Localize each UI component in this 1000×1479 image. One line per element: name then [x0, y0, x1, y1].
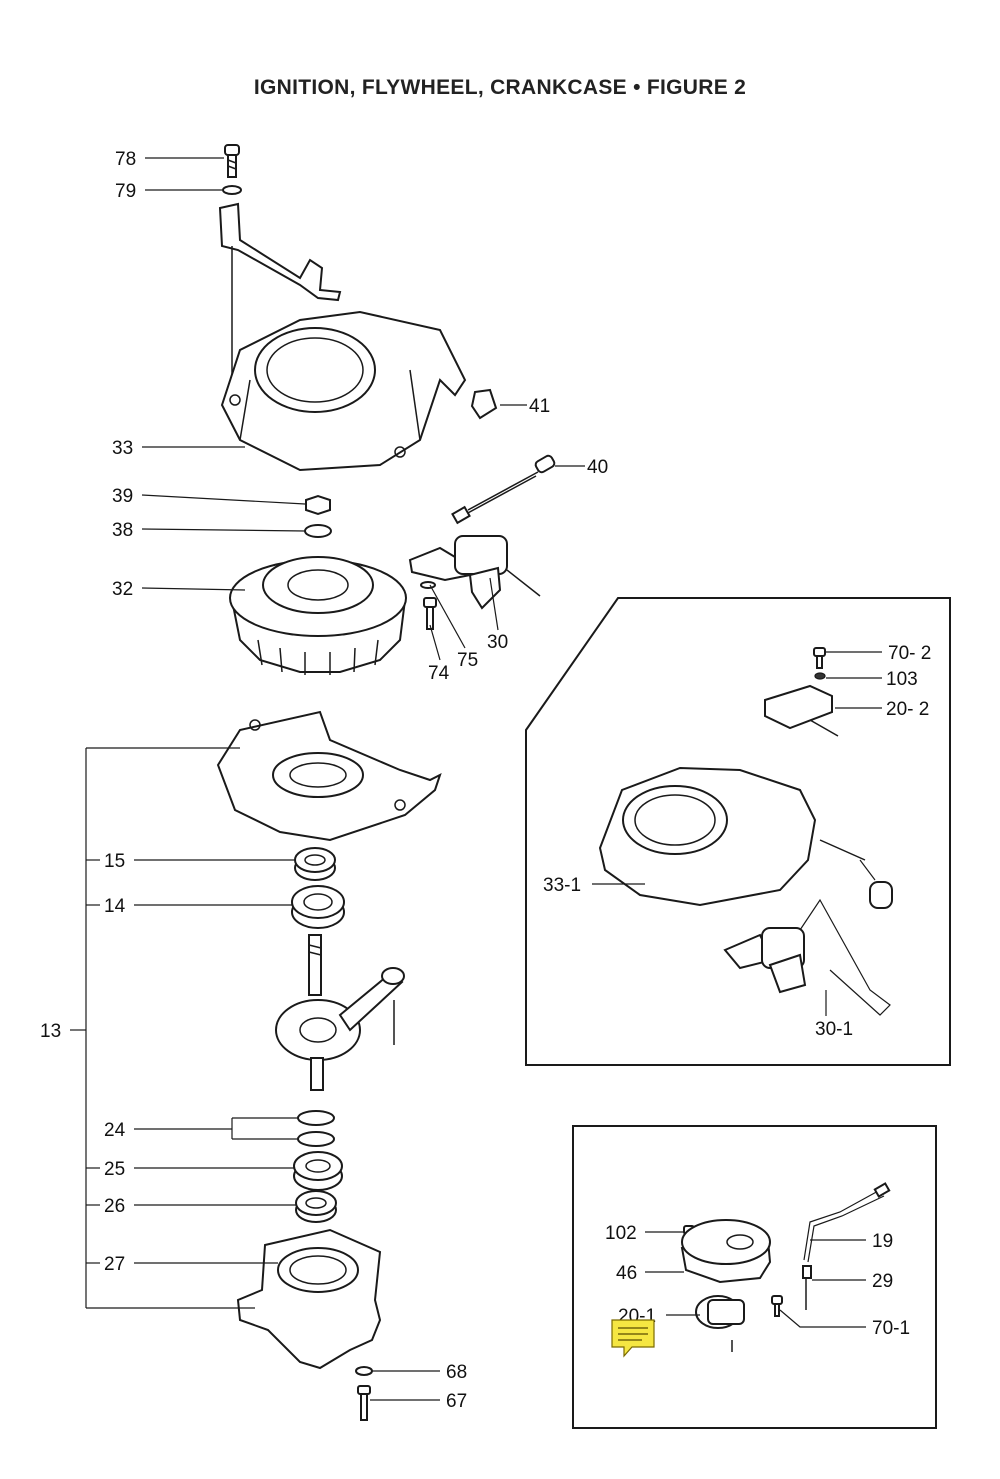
- label-30: 30: [487, 632, 508, 653]
- inset-alternative-leaders: [645, 1231, 866, 1328]
- label-24: 24: [104, 1120, 126, 1141]
- grommet-41: [470, 388, 498, 420]
- label-78: 78: [115, 149, 136, 170]
- nut-39: [305, 494, 331, 516]
- label-39: 39: [112, 486, 133, 507]
- oil-seal-26: [295, 1190, 337, 1223]
- washer-68: [355, 1366, 373, 1376]
- plug-cap-19: [803, 1182, 891, 1263]
- bolt-67: [357, 1385, 371, 1421]
- label-75: 75: [457, 650, 478, 671]
- inset-alternative-frame: [572, 1125, 937, 1429]
- washer-103: [814, 672, 826, 680]
- label-38: 38: [112, 520, 133, 541]
- figure-title: IGNITION, FLYWHEEL, CRANKCASE • FIGURE 2: [253, 76, 747, 99]
- bearing-14: [291, 885, 345, 929]
- label-46: 46: [616, 1263, 637, 1284]
- stator-20-1: [695, 1295, 745, 1352]
- label-14: 14: [104, 896, 126, 917]
- label-27: 27: [104, 1254, 125, 1275]
- leader-lines: [70, 157, 585, 1401]
- comment-note-icon[interactable]: [611, 1319, 655, 1358]
- washer-75: [420, 581, 436, 589]
- oil-seal-15: [294, 847, 336, 881]
- washer-38: [304, 524, 332, 538]
- label-33-1: 33-1: [543, 875, 581, 896]
- inset-variant-leaders: [592, 651, 882, 1016]
- crankcase-upper: [216, 710, 442, 842]
- bolt-70-1: [771, 1295, 783, 1317]
- crankcase-27: [236, 1228, 382, 1370]
- label-103: 103: [886, 669, 918, 690]
- label-68: 68: [446, 1362, 467, 1383]
- label-70-1: 70-1: [872, 1318, 910, 1339]
- label-30-1: 30-1: [815, 1019, 853, 1040]
- module-20-2: [764, 684, 839, 737]
- label-74: 74: [428, 663, 450, 684]
- label-26: 26: [104, 1196, 125, 1217]
- plug-cap-40: [451, 454, 556, 525]
- crankshaft: [275, 934, 405, 1091]
- flywheel-46: [680, 1219, 772, 1284]
- flywheel-32: [229, 556, 407, 675]
- bearing-25: [293, 1151, 343, 1191]
- ignition-coil-30: [408, 535, 541, 610]
- bolt-70-2: [813, 647, 826, 669]
- plug-29: [802, 1265, 812, 1310]
- fan-housing-33: [220, 310, 467, 472]
- label-25: 25: [104, 1159, 125, 1180]
- label-20-2: 20- 2: [886, 699, 929, 720]
- label-67: 67: [446, 1391, 467, 1412]
- label-33: 33: [112, 438, 133, 459]
- label-13: 13: [40, 1021, 61, 1042]
- shim-24a: [297, 1110, 335, 1126]
- label-102: 102: [605, 1223, 637, 1244]
- fan-housing-33-1: [598, 766, 893, 909]
- label-41: 41: [529, 396, 550, 417]
- bolt-74: [423, 597, 437, 630]
- washer-79: [222, 185, 242, 195]
- label-32: 32: [112, 579, 133, 600]
- label-70-2: 70- 2: [888, 643, 931, 664]
- inset-variant-frame: [525, 597, 951, 1066]
- label-29: 29: [872, 1271, 893, 1292]
- part-labels: 78 79 41 33 40 39 38 32 30 75 74 15 14 1…: [40, 149, 931, 1412]
- ignition-coil-30-1: [723, 898, 891, 1016]
- shim-24b: [297, 1131, 335, 1147]
- screw-78: [224, 144, 240, 178]
- label-79: 79: [115, 181, 136, 202]
- label-15: 15: [104, 851, 125, 872]
- label-19: 19: [872, 1231, 893, 1252]
- label-40: 40: [587, 457, 608, 478]
